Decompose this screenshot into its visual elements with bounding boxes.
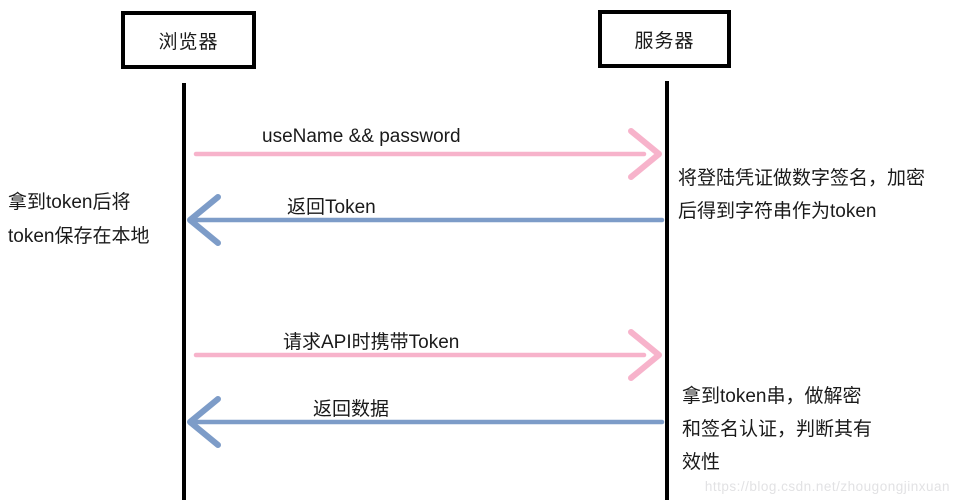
note-server-sign-token: 将登陆凭证做数字签名，加密 后得到字符串作为token bbox=[678, 162, 925, 228]
note-line: 和签名认证，判断其有 bbox=[682, 419, 873, 440]
message-return-token: 返回Token bbox=[186, 184, 665, 256]
server-lifeline bbox=[665, 81, 669, 500]
actor-server-box: 服务器 bbox=[598, 10, 731, 68]
note-line: 后得到字符串作为token bbox=[678, 201, 877, 222]
message-request-api-with-token: 请求API时携带Token bbox=[186, 319, 665, 391]
note-line: 效性 bbox=[682, 452, 721, 473]
message-label: 返回Token bbox=[287, 197, 376, 218]
note-server-verify-token: 拿到token串，做解密 和签名认证，判断其有 效性 bbox=[682, 380, 872, 479]
watermark-url: https://blog.csdn.net/zhougongjinxuan bbox=[704, 479, 950, 494]
note-line: 拿到token后将 bbox=[8, 192, 131, 213]
left-arrow-icon bbox=[187, 194, 665, 246]
right-arrow-icon bbox=[193, 329, 662, 381]
note-line: 拿到token串，做解密 bbox=[682, 386, 862, 407]
actor-browser-label: 浏览器 bbox=[158, 31, 219, 53]
note-line: token保存在本地 bbox=[8, 226, 150, 247]
message-label: 请求API时携带Token bbox=[283, 332, 460, 353]
right-arrow-icon bbox=[193, 128, 662, 180]
actor-browser-box: 浏览器 bbox=[121, 11, 256, 69]
message-username-password: useName && password bbox=[186, 118, 665, 190]
note-line: 将登陆凭证做数字签名，加密 bbox=[678, 168, 926, 189]
message-return-data: 返回数据 bbox=[186, 386, 665, 458]
actor-server-label: 服务器 bbox=[634, 30, 695, 52]
browser-lifeline bbox=[182, 83, 186, 500]
left-arrow-icon bbox=[187, 396, 665, 448]
message-label: useName && password bbox=[262, 126, 461, 147]
message-label: 返回数据 bbox=[313, 399, 390, 420]
note-browser-save-token: 拿到token后将 token保存在本地 bbox=[8, 186, 149, 254]
